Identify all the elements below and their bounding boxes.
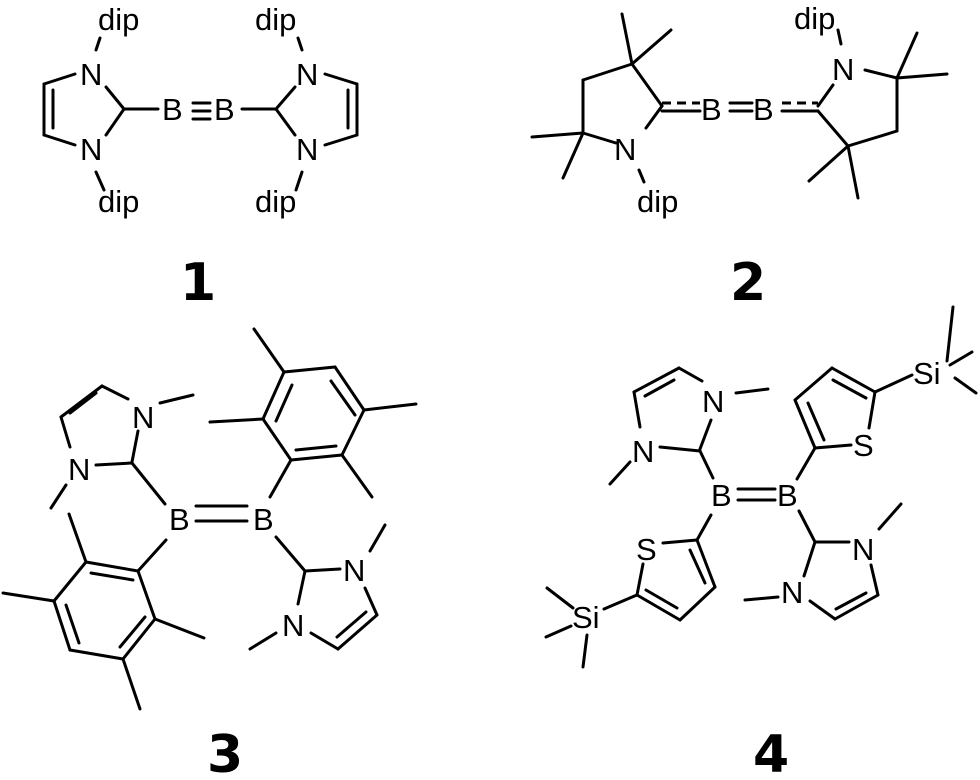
atom-B: B: [162, 92, 183, 127]
atom-B: B: [753, 92, 774, 127]
dip-label: dip: [794, 1, 835, 36]
atom-N: N: [80, 57, 102, 92]
compound-4-structure: N N B B S Si S Si N N: [544, 305, 978, 669]
atom-N: N: [80, 132, 102, 167]
atom-N: N: [632, 434, 654, 469]
compound-label-2: 2: [730, 253, 766, 313]
atom-B: B: [214, 92, 235, 127]
atom-N: N: [832, 52, 854, 87]
compound-2-structure: N B B N dip dip: [530, 1, 949, 219]
dip-label: dip: [255, 184, 296, 219]
atom-N: N: [781, 575, 803, 610]
atom-B: B: [701, 92, 722, 127]
atom-N: N: [132, 400, 154, 435]
atom-B: B: [169, 502, 190, 537]
atom-N: N: [702, 384, 724, 419]
atom-S: S: [853, 428, 874, 463]
compound-label-1: 1: [180, 253, 216, 313]
dip-label: dip: [255, 2, 296, 37]
atom-N: N: [282, 608, 304, 643]
compound-3-structure: N N B B N N: [1, 327, 418, 711]
atom-S: S: [636, 532, 657, 567]
atom-B: B: [777, 478, 798, 513]
atom-B: B: [711, 478, 732, 513]
atom-N: N: [68, 452, 90, 487]
atom-Si: Si: [572, 600, 600, 635]
atom-N: N: [296, 57, 318, 92]
atom-Si: Si: [913, 356, 941, 391]
dip-label: dip: [637, 184, 678, 219]
dip-label: dip: [98, 2, 139, 37]
compound-1-structure: N N B B N N dip dip dip dip: [42, 2, 359, 219]
atom-N: N: [852, 532, 874, 567]
atom-N: N: [343, 553, 365, 588]
compound-label-3: 3: [207, 725, 243, 780]
atom-B: B: [253, 502, 274, 537]
atom-N: N: [296, 132, 318, 167]
dip-label: dip: [98, 184, 139, 219]
atom-N: N: [614, 132, 636, 167]
compound-label-4: 4: [753, 725, 789, 780]
